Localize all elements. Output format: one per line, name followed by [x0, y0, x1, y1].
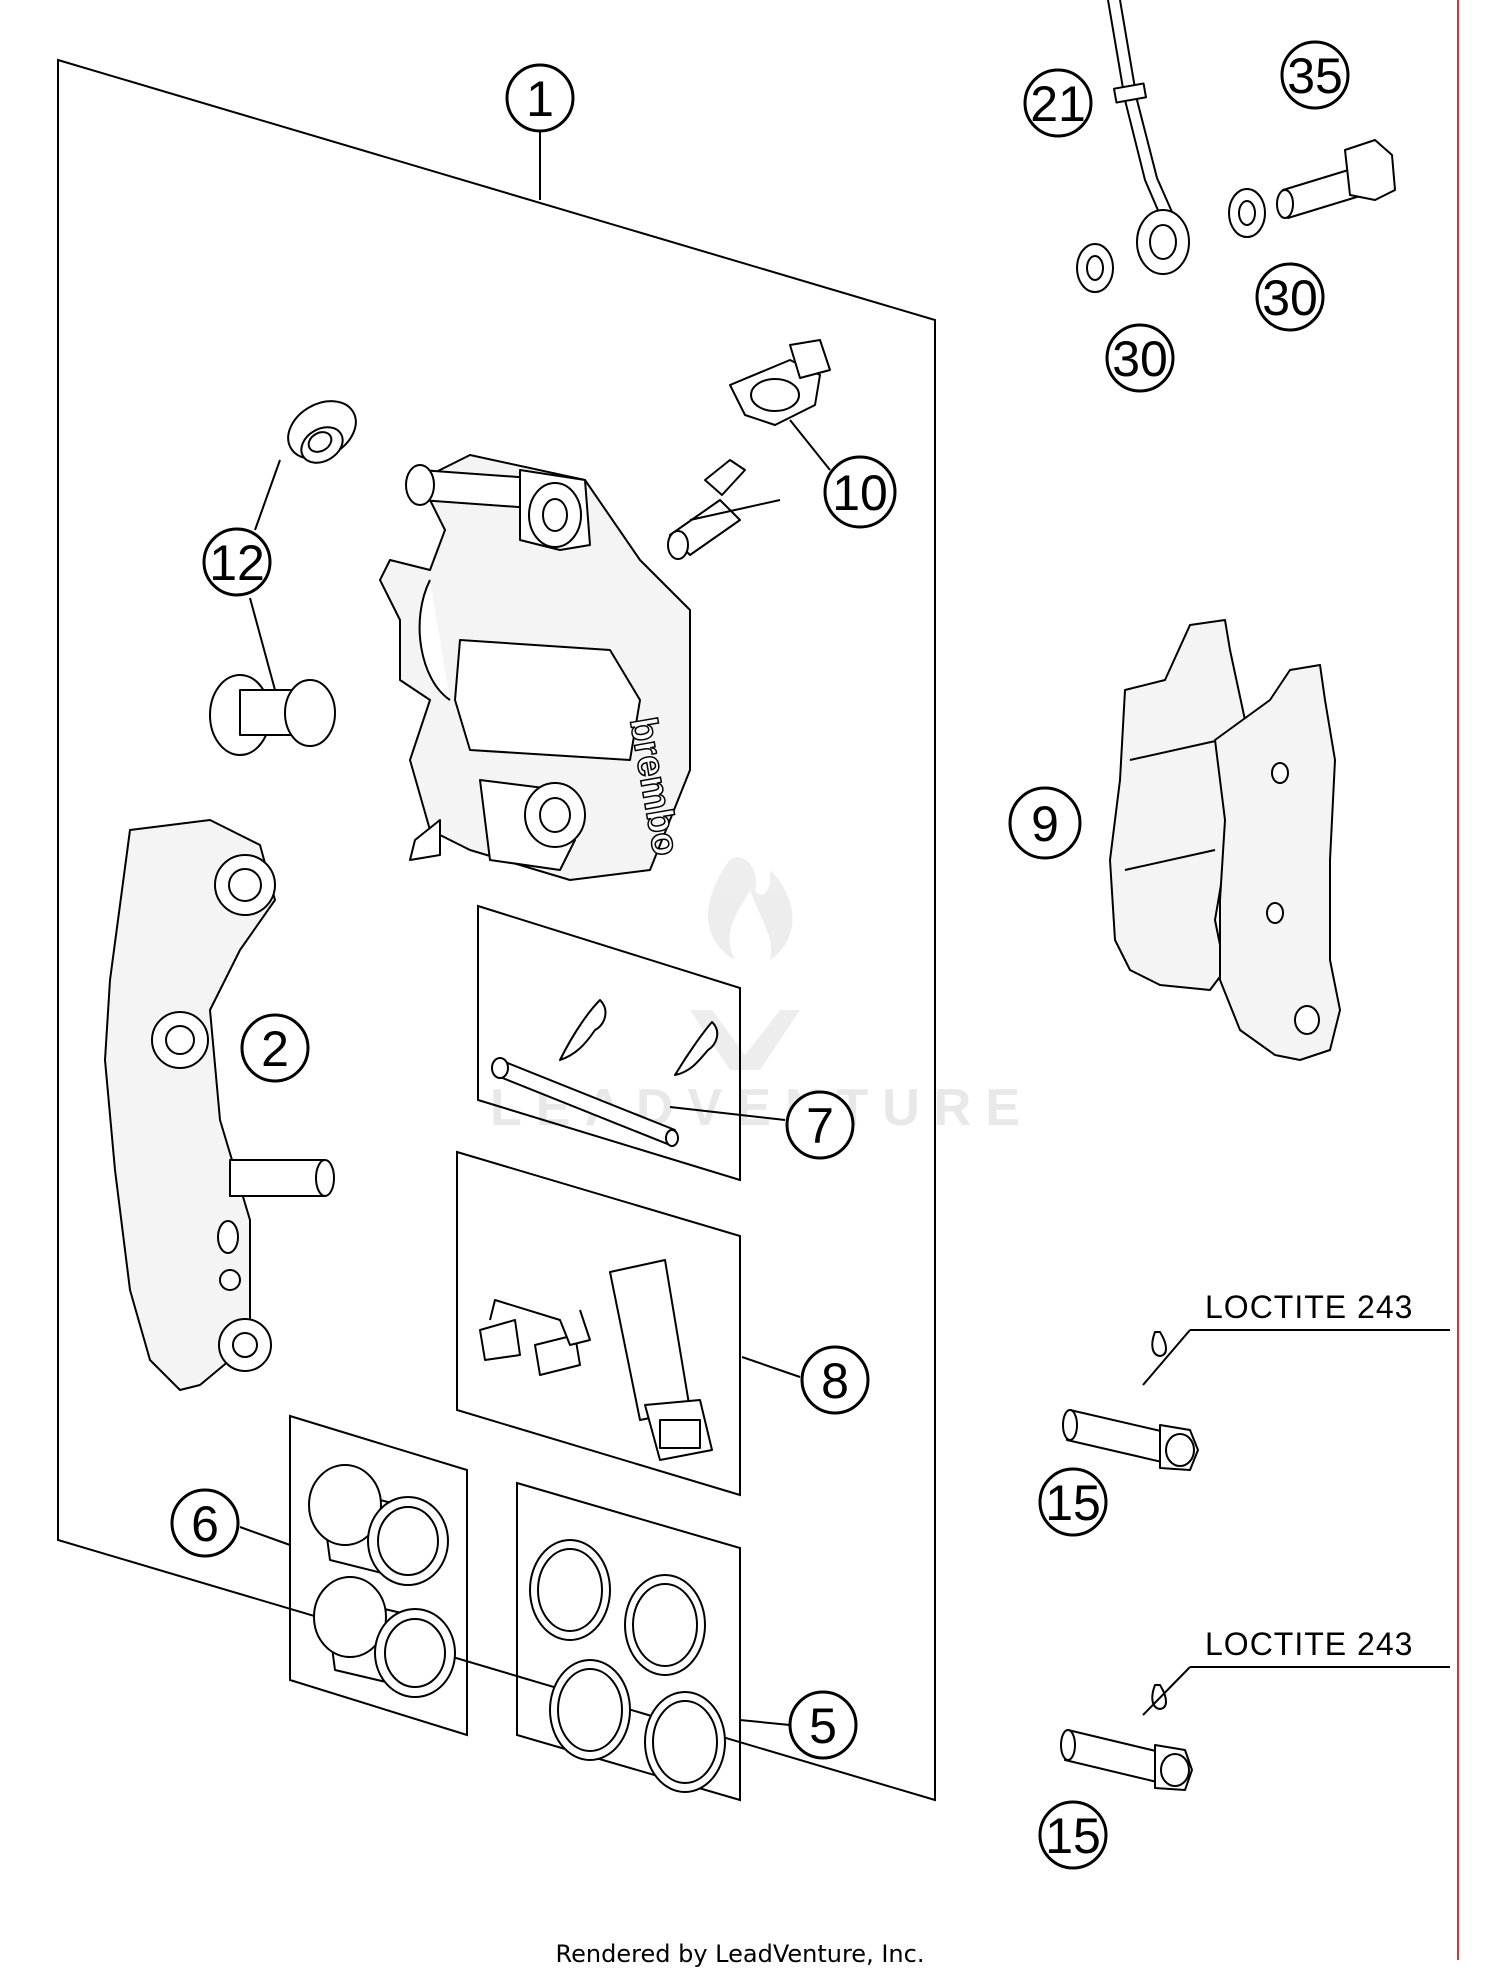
- pad-spring-box: [456, 1150, 741, 1497]
- watermark-flame-icon: [708, 857, 793, 960]
- caliper-support-bracket: [104, 819, 335, 1391]
- leader-line-loctite-bottom: [1142, 1666, 1191, 1716]
- loctite-note-bottom: LOCTITE 243: [1205, 1626, 1413, 1662]
- brake-caliper-body: brembo: [379, 454, 691, 881]
- pad-spring-set: [479, 1259, 713, 1461]
- callout-5-circle: [788, 1690, 858, 1760]
- leader-line-7: [669, 1106, 786, 1121]
- callout-12-label: 12: [209, 535, 265, 591]
- caliper-kit-panel: [57, 58, 936, 1802]
- leader-line-12-b: [249, 597, 276, 691]
- callout-30a-label: 30: [1112, 331, 1168, 387]
- callout-30b-label: 30: [1262, 270, 1318, 326]
- callout-1-circle: [505, 63, 575, 133]
- bleeder-valve: [667, 339, 831, 560]
- callout-21-circle: [1023, 68, 1093, 138]
- callout-2-label: 2: [261, 1021, 289, 1077]
- callout-35-circle: [1280, 40, 1350, 110]
- pad-pin-with-clips: [491, 999, 719, 1147]
- leader-line-6: [239, 1526, 291, 1546]
- callout-15a-label: 15: [1045, 1475, 1101, 1531]
- callout-9-label: 9: [1031, 796, 1059, 852]
- callout-6-circle: [170, 1488, 240, 1558]
- callout-6-label: 6: [191, 1496, 219, 1552]
- callout-2-circle: [240, 1013, 310, 1083]
- callout-10-circle: [823, 455, 897, 529]
- watermark-v-icon: [690, 1010, 800, 1070]
- callout-7-label: 7: [806, 1098, 834, 1154]
- leader-line-12-a: [254, 459, 281, 531]
- callout-9-circle: [1008, 786, 1082, 860]
- brake-line-assembly: [1076, 0, 1396, 293]
- leader-line-8: [741, 1356, 801, 1378]
- leader-line-10-b: [789, 419, 831, 471]
- loctite-note-top: LOCTITE 243: [1205, 1289, 1413, 1325]
- mounting-bolt-bottom: [1060, 1684, 1193, 1791]
- leader-line-loctite-top: [1142, 1329, 1191, 1386]
- callout-30b-circle: [1255, 262, 1325, 332]
- callout-35-label: 35: [1287, 48, 1343, 104]
- callout-15b-circle: [1038, 1800, 1108, 1870]
- piston-seal-set: [529, 1539, 726, 1793]
- callout-12-circle: [202, 527, 272, 597]
- callout-8-circle: [800, 1345, 870, 1415]
- callout-15a-circle: [1038, 1467, 1108, 1537]
- seal-kit-box: [516, 1481, 741, 1802]
- footer-credit: Rendered by LeadVenture, Inc.: [556, 1940, 925, 1968]
- callout-21-label: 21: [1030, 76, 1086, 132]
- pin-kit-box: [477, 904, 741, 1182]
- guide-pin-set: [209, 400, 357, 756]
- leader-line-10-a: [689, 499, 781, 521]
- callout-8-label: 8: [821, 1353, 849, 1409]
- callout-7-circle: [785, 1090, 855, 1160]
- piston-set: [308, 1464, 456, 1698]
- piston-box: [289, 1414, 468, 1737]
- callout-5-label: 5: [809, 1698, 837, 1754]
- callout-10-label: 10: [832, 465, 888, 521]
- mounting-bolt-top: [1062, 1331, 1199, 1471]
- callout-30a-circle: [1105, 323, 1175, 393]
- leader-line-5: [739, 1719, 791, 1726]
- callout-15b-label: 15: [1045, 1808, 1101, 1864]
- watermark: LEADVENTURE: [490, 857, 1020, 1137]
- callout-1-label: 1: [526, 71, 554, 127]
- brake-pad-set: [1109, 619, 1341, 1061]
